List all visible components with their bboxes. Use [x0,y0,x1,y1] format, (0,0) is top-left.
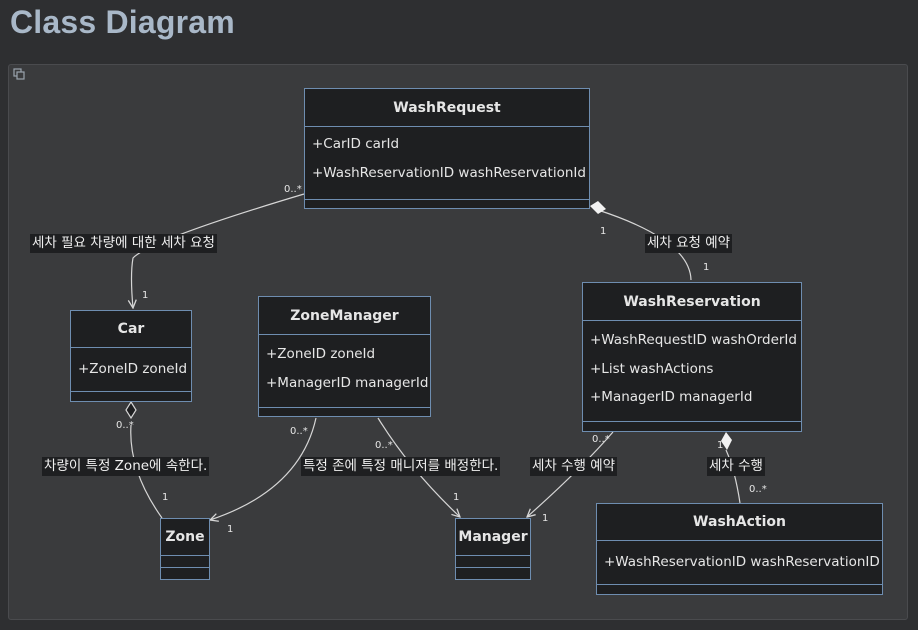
class-name: WashRequest [305,89,589,127]
attribute: +List washActions [590,361,714,377]
class-name: WashAction [597,504,882,541]
relation-label: 세차 요청 예약 [645,234,733,253]
multiplicity: 0..* [284,184,302,195]
diamond-car [125,400,137,420]
class-manager[interactable]: Manager [455,518,531,580]
attribute: +ManagerID managerId [590,389,753,405]
diamond-reservation [721,432,732,450]
attribute: +WashReservationID washReservationId [312,165,586,181]
class-zone-manager[interactable]: ZoneManager +ZoneID zoneId +ManagerID ma… [258,296,431,417]
diamond-request [590,201,606,214]
relation-label: 세차 필요 차량에 대한 세차 요청 [30,234,217,253]
edge-zonemanager-zone [210,417,317,520]
attribute: +ManagerID managerId [266,375,429,391]
multiplicity: 1 [542,513,549,524]
attribute: +WashReservationID washReservationID [604,554,880,570]
class-name: WashReservation [583,283,801,321]
relation-label: 세차 수행 [707,457,765,476]
relation-label: 차량이 특정 Zone에 속한다. [42,457,210,476]
attribute: +WashRequestID washOrderId [590,332,797,348]
multiplicity: 0..* [749,484,767,495]
multiplicity: 1 [703,262,710,273]
class-wash-action[interactable]: WashAction +WashReservationID washReserv… [596,503,883,595]
multiplicity: 1 [717,440,724,451]
multiplicity: 0..* [375,440,393,451]
multiplicity: 0..* [592,434,610,445]
attribute: +ZoneID zoneId [266,346,376,362]
class-name: Manager [456,519,530,556]
multiplicity: 1 [142,290,149,301]
attribute: +ZoneID zoneId [78,361,188,377]
multiplicity: 0..* [116,420,134,431]
multiplicity: 0..* [290,426,308,437]
class-name: ZoneManager [259,297,430,335]
copy-icon[interactable] [13,68,25,80]
class-car[interactable]: Car +ZoneID zoneId [70,310,192,402]
class-name: Car [71,311,191,348]
multiplicity: 1 [162,492,169,503]
class-zone[interactable]: Zone [160,518,210,580]
multiplicity: 1 [227,524,234,535]
relation-label: 세차 수행 예약 [530,457,618,476]
page-title: Class Diagram [10,4,235,40]
class-wash-reservation[interactable]: WashReservation +WashRequestID washOrder… [582,282,802,432]
relation-label: 특정 존에 특정 매니저를 배정한다. [301,457,501,476]
attribute: +CarID carId [312,136,400,152]
multiplicity: 1 [600,226,607,237]
class-wash-request[interactable]: WashRequest +CarID carId +WashReservatio… [304,88,590,209]
class-name: Zone [161,519,209,556]
multiplicity: 1 [453,492,460,503]
